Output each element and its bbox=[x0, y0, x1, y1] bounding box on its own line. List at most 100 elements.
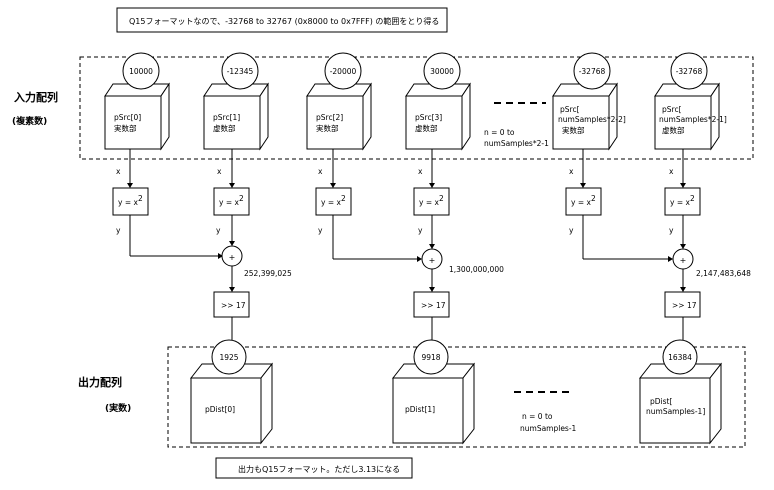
output-value: 1925 bbox=[219, 353, 238, 362]
svg-text:x: x bbox=[217, 167, 222, 176]
svg-text:y = x: y = x bbox=[419, 198, 439, 207]
input-value: -12345 bbox=[227, 67, 254, 76]
output-cube-0: 1925 pDist[0] bbox=[189, 339, 274, 445]
square-box bbox=[413, 187, 450, 216]
svg-text:2: 2 bbox=[439, 194, 444, 203]
output-array-label: 出力配列 bbox=[78, 375, 122, 389]
header-note-box bbox=[116, 7, 448, 33]
input-kind: 実数部 bbox=[114, 123, 137, 133]
output-name-index: numSamples-1] bbox=[646, 407, 705, 416]
svg-text:+: + bbox=[680, 256, 687, 265]
footer-note: 出力もQ15フォーマット。ただし3.13になる bbox=[238, 464, 400, 474]
square-column-2: x y = x 2 y bbox=[315, 149, 352, 235]
footer-note-box bbox=[215, 457, 413, 479]
square-column-4: x y = x 2 y bbox=[565, 149, 602, 235]
input-name: pSrc[ bbox=[560, 105, 580, 114]
output-value-circle bbox=[662, 339, 698, 375]
input-name: pSrc[ bbox=[662, 105, 682, 114]
header-note: Q15フォーマットなので、-32768 to 32767 (0x8000 to … bbox=[129, 16, 439, 26]
input-value: 10000 bbox=[129, 67, 153, 76]
input-value: 30000 bbox=[430, 67, 454, 76]
input-cube-0: 10000 pSrc[0] 実数部 bbox=[104, 52, 170, 151]
svg-text:2: 2 bbox=[591, 194, 596, 203]
sum-value: 1,300,000,000 bbox=[449, 265, 504, 274]
input-cube-1: -12345 pSrc[1] 虚数部 bbox=[203, 52, 269, 151]
input-range-line2: numSamples*2-1 bbox=[484, 139, 549, 148]
square-box bbox=[315, 187, 352, 216]
svg-text:y = x: y = x bbox=[571, 198, 591, 207]
output-name: pDist[0] bbox=[205, 405, 235, 414]
square-column-1: x y = x 2 y bbox=[213, 149, 250, 235]
input-value: -20000 bbox=[330, 67, 357, 76]
input-value-circle bbox=[423, 52, 461, 90]
input-kind: 実数部 bbox=[562, 125, 585, 135]
square-column-3: x y = x 2 y bbox=[413, 149, 450, 235]
output-range-line1: n = 0 to bbox=[522, 412, 553, 421]
svg-text:y = x: y = x bbox=[670, 198, 690, 207]
svg-text:x: x bbox=[569, 167, 574, 176]
svg-text:>> 17: >> 17 bbox=[421, 301, 446, 310]
svg-text:x: x bbox=[669, 167, 674, 176]
input-value-circle bbox=[324, 52, 362, 90]
svg-text:>> 17: >> 17 bbox=[221, 301, 246, 310]
svg-text:y: y bbox=[418, 226, 423, 235]
svg-text:2: 2 bbox=[341, 194, 346, 203]
input-kind: 虚数部 bbox=[662, 125, 685, 135]
svg-text:2: 2 bbox=[239, 194, 244, 203]
svg-text:>> 17: >> 17 bbox=[672, 301, 697, 310]
output-array-region bbox=[167, 346, 746, 448]
sum-node-0: + 252,399,025 >> 17 bbox=[129, 215, 292, 346]
input-cube-2: -20000 pSrc[2] 実数部 bbox=[306, 52, 372, 151]
input-kind: 虚数部 bbox=[213, 123, 236, 133]
svg-text:y: y bbox=[116, 226, 121, 235]
input-array-sublabel: (複素数) bbox=[12, 115, 47, 127]
square-box bbox=[213, 187, 250, 216]
input-value-circle bbox=[573, 52, 611, 90]
output-cube-1: 9918 pDist[1] bbox=[391, 339, 476, 445]
input-name: pSrc[1] bbox=[213, 113, 240, 122]
input-cube-n-1: -32768 pSrc[ numSamples*2-1] 虚数部 bbox=[654, 52, 727, 151]
output-value: 16384 bbox=[668, 353, 692, 362]
shift-box bbox=[413, 291, 450, 318]
input-value-circle bbox=[221, 52, 259, 90]
output-cube-n-1: 16384 pDist[ numSamples-1] bbox=[638, 339, 723, 445]
svg-text:+: + bbox=[229, 253, 236, 262]
input-value-circle bbox=[122, 52, 160, 90]
svg-text:y: y bbox=[318, 226, 323, 235]
output-array-sublabel: (実数) bbox=[105, 402, 131, 414]
input-value: -32768 bbox=[676, 67, 703, 76]
square-column-5: x y = x 2 y bbox=[664, 149, 701, 235]
output-range-line2: numSamples-1 bbox=[520, 424, 577, 433]
svg-text:2: 2 bbox=[138, 194, 143, 203]
input-range-line1: n = 0 to bbox=[484, 128, 515, 137]
svg-text:x: x bbox=[116, 167, 121, 176]
sum-value: 2,147,483,648 bbox=[696, 269, 751, 278]
square-box bbox=[664, 187, 701, 216]
svg-text:x: x bbox=[318, 167, 323, 176]
svg-text:y = x: y = x bbox=[118, 198, 138, 207]
sum-value: 252,399,025 bbox=[244, 269, 292, 278]
input-name-index: numSamples*2-1] bbox=[659, 115, 727, 124]
svg-text:y: y bbox=[216, 226, 221, 235]
output-value: 9918 bbox=[421, 353, 440, 362]
input-kind: 虚数部 bbox=[415, 123, 438, 133]
svg-text:y: y bbox=[669, 226, 674, 235]
square-box bbox=[565, 187, 602, 216]
input-name: pSrc[0] bbox=[114, 113, 141, 122]
input-kind: 実数部 bbox=[316, 123, 339, 133]
input-cube-3: 30000 pSrc[3] 虚数部 bbox=[405, 52, 471, 151]
input-name-index: numSamples*2-2] bbox=[558, 115, 626, 124]
input-name: pSrc[2] bbox=[316, 113, 343, 122]
input-cube-n-2: -32768 pSrc[ numSamples*2-2] 実数部 bbox=[552, 52, 626, 151]
svg-text:y: y bbox=[569, 226, 574, 235]
input-value-circle bbox=[670, 52, 708, 90]
svg-text:x: x bbox=[418, 167, 423, 176]
input-value: -32768 bbox=[579, 67, 606, 76]
output-value-circle bbox=[211, 339, 247, 375]
svg-text:+: + bbox=[429, 256, 436, 265]
input-array-region bbox=[79, 56, 754, 160]
sum-node-2: + 2,147,483,648 >> 17 bbox=[582, 215, 751, 346]
input-name: pSrc[3] bbox=[415, 113, 442, 122]
output-name: pDist[1] bbox=[405, 405, 435, 414]
